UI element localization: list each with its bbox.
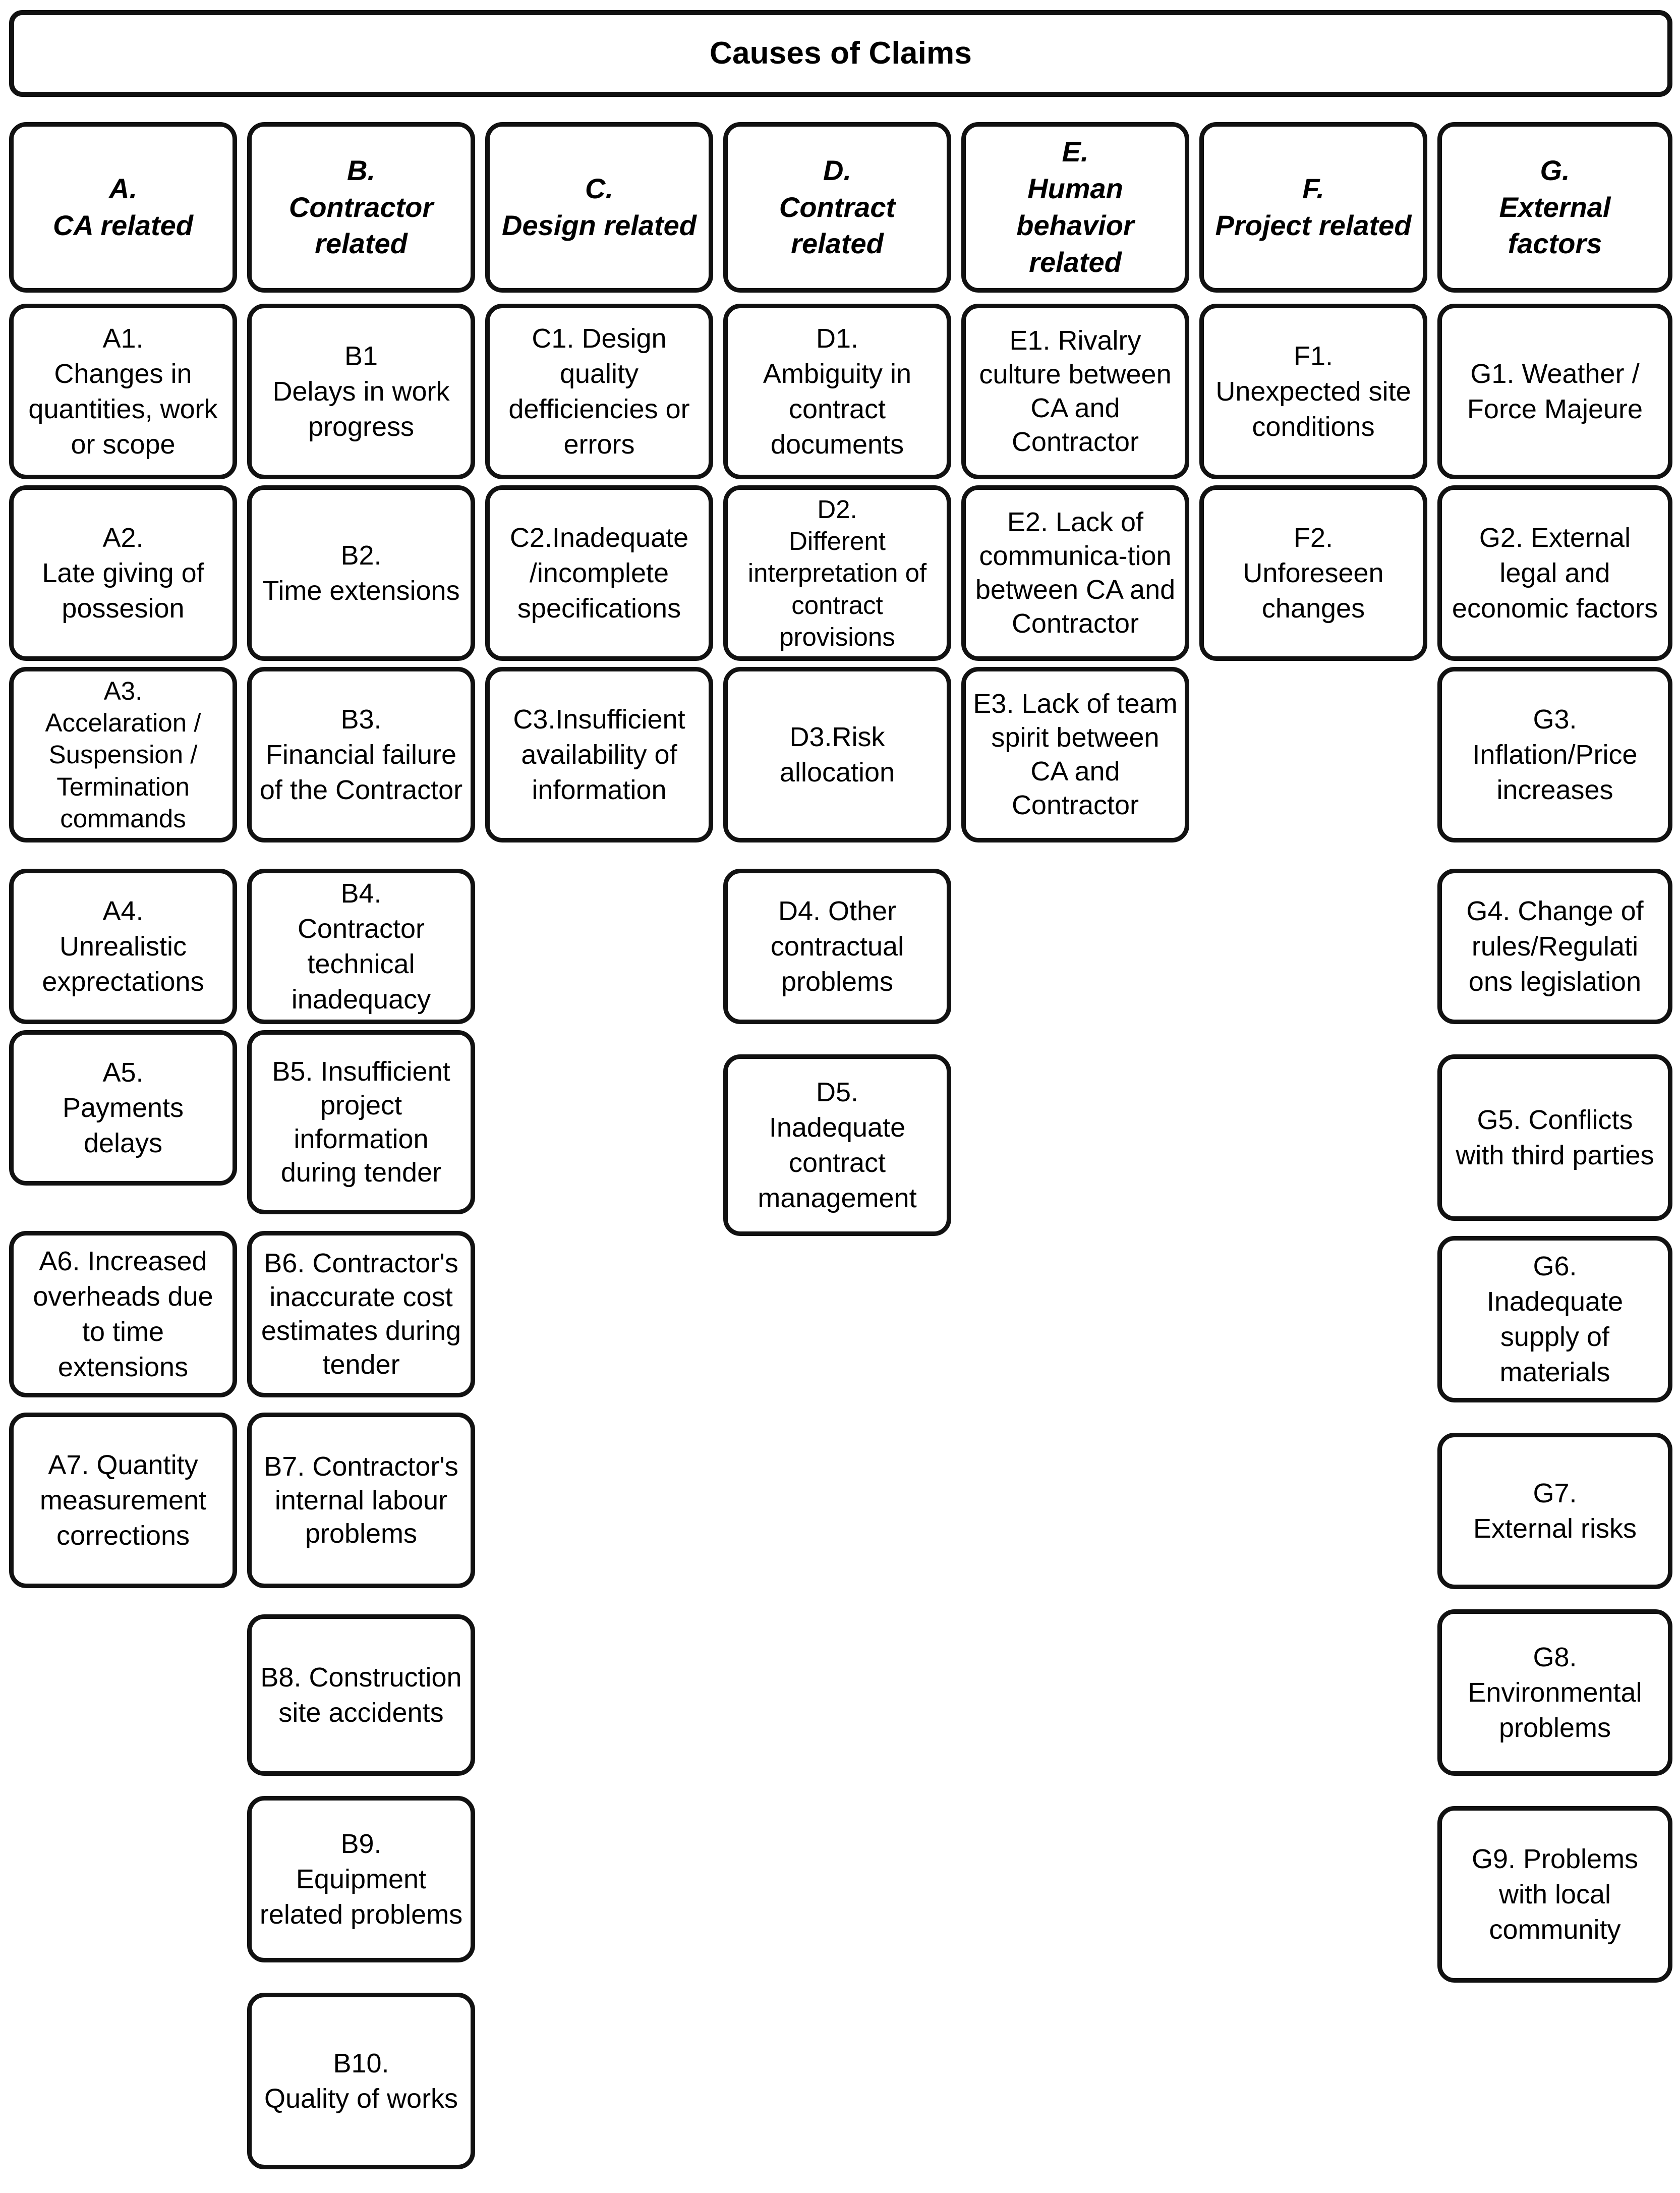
category-header-c-label: C. Design related bbox=[502, 173, 697, 241]
category-header-a[interactable]: A. CA related bbox=[9, 122, 237, 293]
cause-node-a2-label: A2. Late giving of possesion bbox=[42, 522, 204, 624]
cause-node-c2[interactable]: C2.Inadequate /incomplete specifications bbox=[485, 485, 713, 661]
cause-node-b9[interactable]: B9. Equipment related problems bbox=[247, 1796, 475, 1962]
cause-node-b6-label: B6. Contractor's inaccurate cost estimat… bbox=[261, 1248, 461, 1380]
category-header-g-label: G. External factors bbox=[1499, 154, 1611, 260]
cause-node-c3[interactable]: C3.Insufficient availability of informat… bbox=[485, 667, 713, 842]
category-header-b-label: B. Contractor related bbox=[288, 154, 434, 260]
cause-node-f1[interactable]: F1. Unexpected site conditions bbox=[1199, 304, 1427, 479]
cause-node-g2-label: G2. External legal and economic factors bbox=[1452, 522, 1658, 624]
cause-node-f2-label: F2. Unforeseen changes bbox=[1243, 522, 1384, 624]
cause-node-d1[interactable]: D1. Ambiguity in contract documents bbox=[723, 304, 951, 479]
cause-node-d3[interactable]: D3.Risk allocation bbox=[723, 667, 951, 842]
cause-node-g9-label: G9. Problems with local community bbox=[1471, 1843, 1639, 1945]
cause-node-g2[interactable]: G2. External legal and economic factors bbox=[1437, 485, 1672, 661]
cause-node-a6-label: A6. Increased overheads due to time exte… bbox=[33, 1246, 213, 1383]
cause-node-e3[interactable]: E3. Lack of team spirit between CA and C… bbox=[961, 667, 1189, 842]
cause-node-g8-label: G8. Environmental problems bbox=[1468, 1642, 1642, 1744]
cause-node-b3-label: B3. Financial failure of the Contractor bbox=[259, 704, 463, 806]
diagram-title-box: Causes of Claims bbox=[9, 10, 1672, 97]
cause-node-b7-label: B7. Contractor's internal labour problem… bbox=[264, 1451, 458, 1549]
cause-node-e2[interactable]: E2. Lack of communica-tion between CA an… bbox=[961, 485, 1189, 661]
cause-node-g4[interactable]: G4. Change of rules/Regulati ons legisla… bbox=[1437, 869, 1672, 1024]
cause-node-c1[interactable]: C1. Design quality defficiencies or erro… bbox=[485, 304, 713, 479]
cause-node-b8[interactable]: B8. Construction site accidents bbox=[247, 1614, 475, 1776]
cause-node-g5[interactable]: G5. Conflicts with third parties bbox=[1437, 1054, 1672, 1221]
cause-node-a3[interactable]: A3. Accelaration / Suspension / Terminat… bbox=[9, 667, 237, 842]
cause-node-b2-label: B2. Time extensions bbox=[262, 540, 460, 606]
category-header-e[interactable]: E. Human behavior related bbox=[961, 122, 1189, 293]
cause-node-b4-label: B4. Contractor technical inadequacy bbox=[291, 878, 431, 1015]
cause-node-d5[interactable]: D5. Inadequate contract management bbox=[723, 1054, 951, 1236]
cause-node-b7[interactable]: B7. Contractor's internal labour problem… bbox=[247, 1413, 475, 1588]
cause-node-g3[interactable]: G3. Inflation/Price increases bbox=[1437, 667, 1672, 842]
cause-node-e1[interactable]: E1. Rivalry culture between CA and Contr… bbox=[961, 304, 1189, 479]
category-header-d[interactable]: D. Contract related bbox=[723, 122, 951, 293]
cause-node-g7-label: G7. External risks bbox=[1473, 1478, 1637, 1544]
cause-node-e2-label: E2. Lack of communica-tion between CA an… bbox=[975, 507, 1176, 639]
cause-node-g7[interactable]: G7. External risks bbox=[1437, 1433, 1672, 1589]
cause-node-a6[interactable]: A6. Increased overheads due to time exte… bbox=[9, 1231, 237, 1397]
cause-node-g6-label: G6. Inadequate supply of materials bbox=[1486, 1251, 1624, 1388]
cause-node-g9[interactable]: G9. Problems with local community bbox=[1437, 1806, 1672, 1983]
cause-node-g8[interactable]: G8. Environmental problems bbox=[1437, 1609, 1672, 1776]
cause-node-a4[interactable]: A4. Unrealistic exprectations bbox=[9, 869, 237, 1024]
category-header-a-label: A. CA related bbox=[52, 173, 193, 241]
cause-node-b1[interactable]: B1 Delays in work progress bbox=[247, 304, 475, 479]
cause-node-b10[interactable]: B10. Quality of works bbox=[247, 1993, 475, 2169]
category-header-b[interactable]: B. Contractor related bbox=[247, 122, 475, 293]
cause-node-b2[interactable]: B2. Time extensions bbox=[247, 485, 475, 661]
category-header-g[interactable]: G. External factors bbox=[1437, 122, 1672, 293]
cause-node-c3-label: C3.Insufficient availability of informat… bbox=[513, 704, 685, 806]
cause-node-d4-label: D4. Other contractual problems bbox=[770, 895, 904, 997]
cause-node-g6[interactable]: G6. Inadequate supply of materials bbox=[1437, 1236, 1672, 1402]
cause-node-d3-label: D3.Risk allocation bbox=[779, 721, 895, 788]
cause-node-b9-label: B9. Equipment related problems bbox=[259, 1828, 463, 1930]
diagram-title: Causes of Claims bbox=[709, 36, 972, 71]
cause-node-a2[interactable]: A2. Late giving of possesion bbox=[9, 485, 237, 661]
cause-node-g4-label: G4. Change of rules/Regulati ons legisla… bbox=[1466, 895, 1644, 997]
cause-node-c2-label: C2.Inadequate /incomplete specifications bbox=[509, 522, 689, 624]
cause-node-f2[interactable]: F2. Unforeseen changes bbox=[1199, 485, 1427, 661]
cause-node-d2[interactable]: D2. Different interpretation of contract… bbox=[723, 485, 951, 661]
cause-node-a3-label: A3. Accelaration / Suspension / Terminat… bbox=[45, 676, 201, 833]
category-header-f[interactable]: F. Project related bbox=[1199, 122, 1427, 293]
cause-node-a5-label: A5. Payments delays bbox=[62, 1057, 184, 1159]
cause-node-d2-label: D2. Different interpretation of contract… bbox=[747, 494, 927, 651]
category-header-d-label: D. Contract related bbox=[779, 154, 896, 260]
cause-node-b3[interactable]: B3. Financial failure of the Contractor bbox=[247, 667, 475, 842]
cause-node-c1-label: C1. Design quality defficiencies or erro… bbox=[508, 323, 690, 460]
cause-node-g5-label: G5. Conflicts with third parties bbox=[1456, 1104, 1654, 1170]
cause-node-b1-label: B1 Delays in work progress bbox=[272, 341, 450, 442]
category-header-f-label: F. Project related bbox=[1215, 173, 1412, 241]
cause-node-a5[interactable]: A5. Payments delays bbox=[9, 1030, 237, 1186]
cause-node-a7[interactable]: A7. Quantity measurement corrections bbox=[9, 1413, 237, 1588]
cause-node-g3-label: G3. Inflation/Price increases bbox=[1472, 704, 1638, 806]
cause-node-a1[interactable]: A1. Changes in quantities, work or scope bbox=[9, 304, 237, 479]
category-header-c[interactable]: C. Design related bbox=[485, 122, 713, 293]
cause-node-a1-label: A1. Changes in quantities, work or scope bbox=[28, 323, 218, 460]
cause-node-b6[interactable]: B6. Contractor's inaccurate cost estimat… bbox=[247, 1231, 475, 1397]
cause-node-b5-label: B5. Insufficient project information dur… bbox=[272, 1056, 450, 1188]
cause-node-b8-label: B8. Construction site accidents bbox=[260, 1662, 462, 1728]
category-header-e-label: E. Human behavior related bbox=[1016, 136, 1134, 278]
cause-node-e3-label: E3. Lack of team spirit between CA and C… bbox=[973, 689, 1178, 820]
cause-node-d4[interactable]: D4. Other contractual problems bbox=[723, 869, 951, 1024]
cause-node-b10-label: B10. Quality of works bbox=[264, 2048, 458, 2114]
cause-node-b4[interactable]: B4. Contractor technical inadequacy bbox=[247, 869, 475, 1024]
cause-node-d5-label: D5. Inadequate contract management bbox=[758, 1077, 917, 1214]
cause-node-g1-label: G1. Weather / Force Majeure bbox=[1467, 358, 1643, 424]
cause-node-a7-label: A7. Quantity measurement corrections bbox=[39, 1449, 207, 1551]
cause-node-a4-label: A4. Unrealistic exprectations bbox=[42, 895, 204, 997]
cause-node-b5[interactable]: B5. Insufficient project information dur… bbox=[247, 1030, 475, 1214]
cause-node-d1-label: D1. Ambiguity in contract documents bbox=[763, 323, 912, 460]
cause-node-g1[interactable]: G1. Weather / Force Majeure bbox=[1437, 304, 1672, 479]
cause-node-f1-label: F1. Unexpected site conditions bbox=[1215, 341, 1411, 442]
cause-node-e1-label: E1. Rivalry culture between CA and Contr… bbox=[979, 325, 1172, 457]
